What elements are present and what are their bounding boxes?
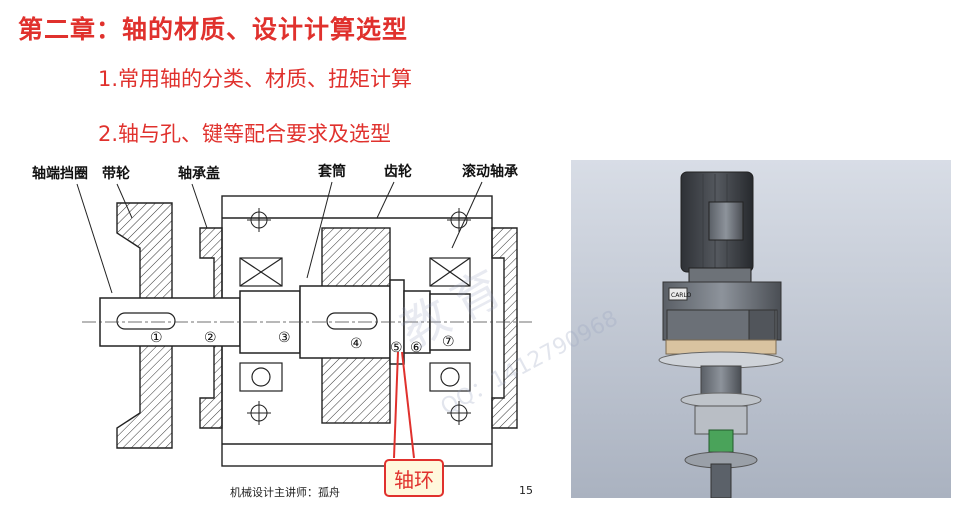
section-number-1: ①: [150, 330, 163, 346]
page-title: 第二章：轴的材质、设计计算选型: [18, 15, 409, 44]
page-number: 15: [519, 484, 533, 497]
shaft-assembly-diagram: 轴端挡圈 带轮 轴承盖 套筒 齿轮 滚动轴承: [32, 163, 532, 467]
label-pulley: 带轮: [102, 165, 130, 182]
label-sleeve: 套筒: [318, 163, 346, 180]
section-number-4: ④: [350, 336, 363, 352]
gear-motor-render: CARLO: [571, 160, 951, 498]
shaft-collar-callout: 轴环: [384, 459, 444, 497]
section-number-2: ②: [204, 330, 217, 346]
label-gear: 齿轮: [384, 163, 412, 180]
render-badge-label: CARLO: [671, 292, 692, 299]
label-bearing-cap: 轴承盖: [178, 165, 220, 182]
label-rolling-bearing: 滚动轴承: [462, 163, 518, 180]
footer-lecturer: 机械设计主讲师：孤舟: [230, 486, 340, 499]
bullet-item-2: 2.轴与孔、键等配合要求及选型: [98, 122, 392, 146]
section-number-6: ⑥: [410, 340, 423, 356]
section-number-7: ⑦: [442, 334, 455, 350]
section-number-3: ③: [278, 330, 291, 346]
bullet-item-1: 1.常用轴的分类、材质、扭矩计算: [98, 67, 413, 91]
label-shaft-end-retainer: 轴端挡圈: [32, 165, 88, 182]
section-number-5: ⑤: [390, 340, 403, 356]
